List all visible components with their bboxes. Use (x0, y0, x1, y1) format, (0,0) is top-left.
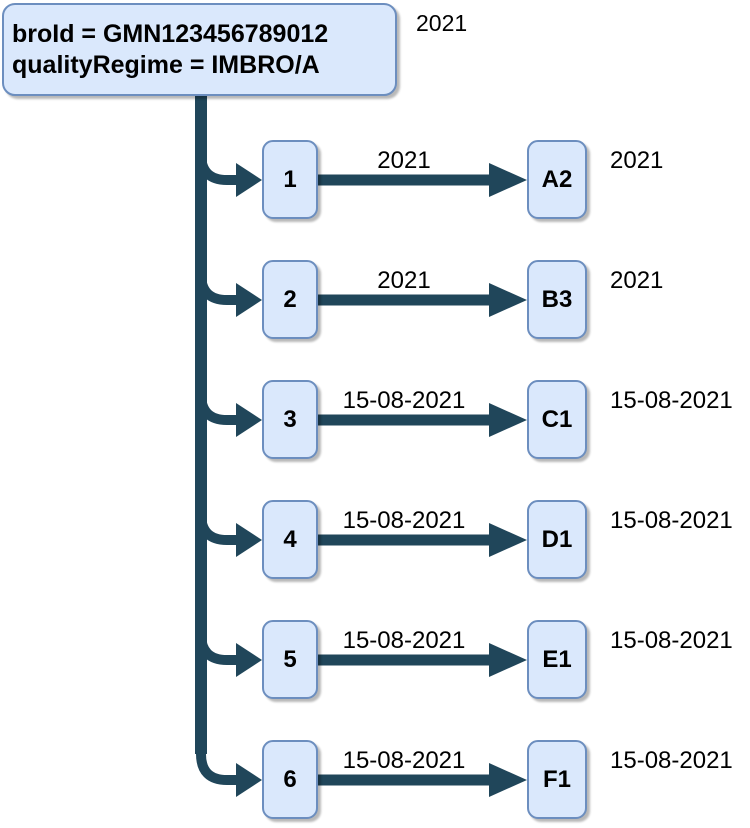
branch-arrowhead-icon (236, 763, 262, 797)
root-node: broId = GMN123456789012 qualityRegime = … (2, 3, 397, 96)
target-date-label: 2021 (610, 147, 664, 174)
source-node-2: 2 (262, 260, 318, 339)
branch-connector (196, 130, 236, 185)
source-node-6: 6 (262, 740, 318, 819)
root-node-line2: qualityRegime = IMBRO/A (12, 50, 320, 79)
target-node-e1: E1 (527, 620, 587, 699)
edge-label: 2021 (377, 267, 431, 294)
branch-connector (196, 370, 236, 425)
target-date-label: 15-08-2021 (610, 747, 733, 774)
edge-label: 15-08-2021 (342, 747, 466, 774)
target-node-a2: A2 (527, 140, 587, 219)
root-year-label: 2021 (416, 10, 468, 36)
target-date-label: 2021 (610, 267, 664, 294)
edge-arrowhead-icon (489, 763, 527, 797)
branch-connector (196, 610, 236, 665)
target-node-b3: B3 (527, 260, 587, 339)
edge-label: 2021 (377, 147, 431, 174)
target-date-label: 15-08-2021 (610, 627, 733, 654)
branch-arrowhead-icon (236, 643, 262, 677)
source-node-3: 3 (262, 380, 318, 459)
source-node-1: 1 (262, 140, 318, 219)
edge-arrowhead-icon (489, 643, 527, 677)
branch-connector (196, 250, 236, 305)
target-node-d1: D1 (527, 500, 587, 579)
edge-label: 15-08-2021 (342, 387, 466, 414)
edge-label: 15-08-2021 (342, 627, 466, 654)
edge-label: 15-08-2021 (342, 507, 466, 534)
branch-arrowhead-icon (236, 403, 262, 437)
edge-arrowhead-icon (489, 523, 527, 557)
branch-arrowhead-icon (236, 283, 262, 317)
branch-arrowhead-icon (236, 163, 262, 197)
edge-arrowhead-icon (489, 163, 527, 197)
root-node-line1: broId = GMN123456789012 (12, 19, 329, 48)
edge-arrowhead-icon (489, 403, 527, 437)
source-node-4: 4 (262, 500, 318, 579)
edge-arrowhead-icon (489, 283, 527, 317)
branch-connector (196, 490, 236, 545)
target-date-label: 15-08-2021 (610, 387, 733, 414)
target-node-f1: F1 (527, 740, 587, 819)
target-date-label: 15-08-2021 (610, 507, 733, 534)
target-node-c1: C1 (527, 380, 587, 459)
branch-arrowhead-icon (236, 523, 262, 557)
branch-connector (196, 730, 236, 785)
source-node-5: 5 (262, 620, 318, 699)
